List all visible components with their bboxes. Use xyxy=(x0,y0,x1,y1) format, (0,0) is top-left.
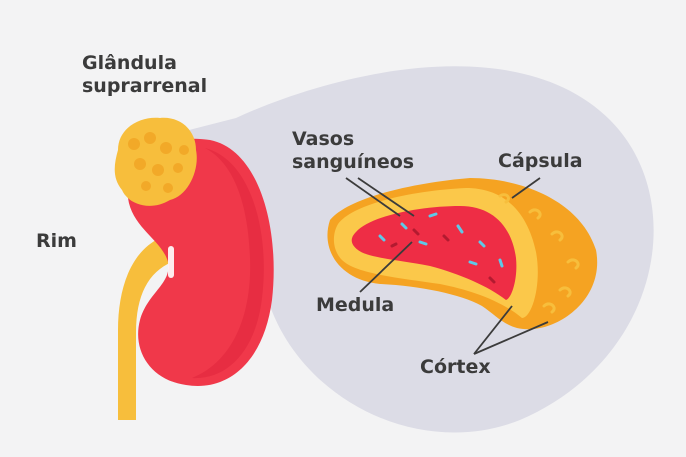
ureter xyxy=(118,238,172,420)
label-adrenal-gland: Glândula suprarrenal xyxy=(82,52,207,98)
label-vessels-line2: sanguíneos xyxy=(292,151,415,173)
adrenal-gland xyxy=(114,117,197,206)
leader-lines xyxy=(345,177,549,355)
label-medulla: Medula xyxy=(316,294,395,316)
section-medulla xyxy=(351,206,517,300)
blood-vessels xyxy=(378,212,504,284)
label-adrenal-line2: suprarrenal xyxy=(82,75,208,97)
kidney-shade xyxy=(192,148,264,379)
label-vessels-line1: Vasos xyxy=(292,128,355,150)
label-kidney: Rim xyxy=(36,230,77,252)
capsule-texture xyxy=(498,193,580,314)
kidney-highlight xyxy=(168,246,174,278)
label-blood-vessels: Vasos sanguíneos xyxy=(292,128,414,174)
label-adrenal-line1: Glândula xyxy=(82,52,177,74)
label-capsule: Cápsula xyxy=(498,150,583,172)
label-cortex: Córtex xyxy=(420,356,491,378)
